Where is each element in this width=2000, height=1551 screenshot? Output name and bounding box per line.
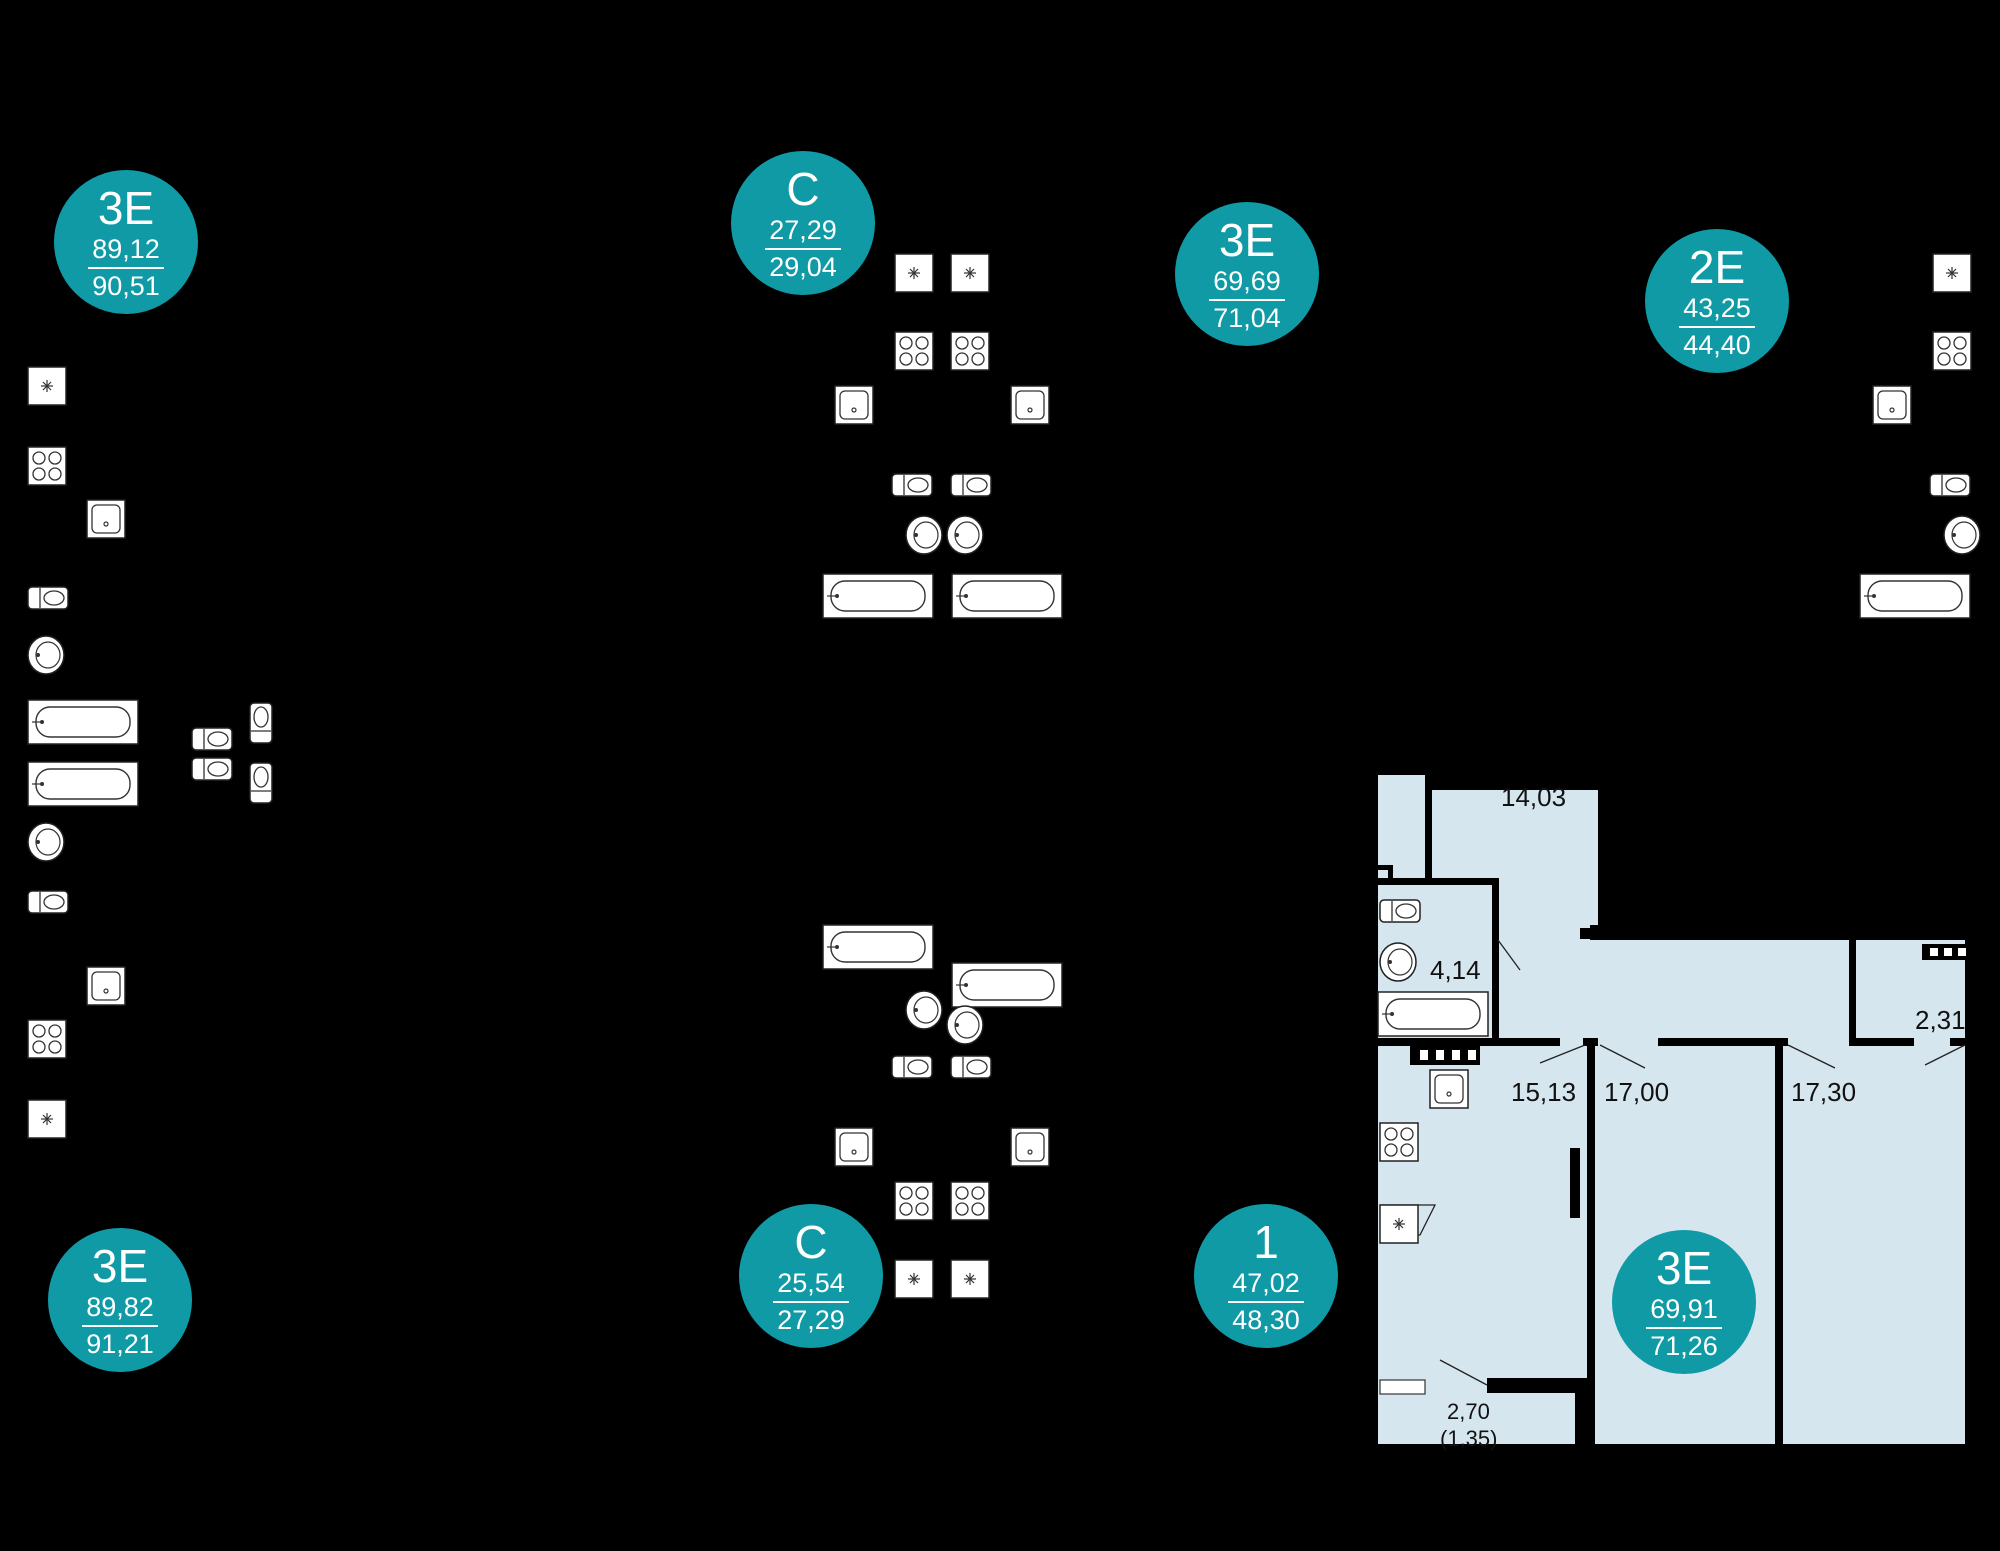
badge-area-total: 27,29 — [777, 1305, 845, 1335]
badge-divider — [1646, 1327, 1722, 1329]
room-area-label: 17,00 — [1604, 1077, 1670, 1107]
badge-area-total: 29,04 — [769, 252, 837, 282]
badge-type: 3E — [91, 1240, 149, 1292]
badge-area-total: 48,30 — [1232, 1305, 1300, 1335]
badge-divider — [1679, 326, 1755, 328]
badge-divider — [88, 267, 164, 269]
badge-divider — [1209, 299, 1285, 301]
badge-area-living: 69,91 — [1650, 1294, 1718, 1324]
apartment-badge[interactable]: 3E 69,69 71,04 — [1175, 202, 1319, 346]
badge-divider — [773, 1301, 849, 1303]
apartment-badge[interactable]: 3E 89,12 90,51 — [54, 170, 198, 314]
badge-divider — [1228, 1301, 1304, 1303]
badge-area-living: 27,29 — [769, 215, 837, 245]
fixtures-center-top — [822, 253, 1063, 619]
apartment-badge[interactable]: 1 47,02 48,30 — [1194, 1204, 1338, 1348]
room-area-label: 15,13 — [1511, 1077, 1577, 1107]
badge-area-total: 44,40 — [1683, 330, 1751, 360]
badge-area-living: 25,54 — [777, 1268, 845, 1298]
badge-type: 3E — [1655, 1242, 1713, 1294]
badge-area-living: 47,02 — [1232, 1268, 1300, 1298]
badge-divider — [765, 248, 841, 250]
apartment-badge[interactable]: С 25,54 27,29 — [739, 1204, 883, 1348]
apartment-badge[interactable]: 2E 43,25 44,40 — [1645, 229, 1789, 373]
badge-area-living: 43,25 — [1683, 293, 1751, 323]
badge-type: С — [794, 1216, 828, 1268]
apartment-badge[interactable]: 3E 89,82 91,21 — [48, 1228, 192, 1372]
badge-area-living: 89,12 — [92, 234, 160, 264]
badge-area-living: 89,82 — [86, 1292, 154, 1322]
room-area-label: 2,70 — [1447, 1399, 1490, 1424]
room-area-label: 14,03 — [1501, 782, 1567, 812]
apartment-badge[interactable]: С 27,29 29,04 — [731, 151, 875, 295]
badge-type: 2E — [1688, 241, 1746, 293]
badge-area-total: 71,04 — [1213, 303, 1281, 333]
badge-type: 3E — [1218, 214, 1276, 266]
badge-type: 3E — [97, 182, 155, 234]
apartment-floor — [1375, 775, 1972, 1448]
badge-area-living: 69,69 — [1213, 266, 1281, 296]
fixtures-right — [1859, 253, 1981, 619]
badge-area-total: 71,26 — [1650, 1331, 1718, 1361]
fixtures-left — [27, 366, 273, 1139]
badge-type: С — [786, 163, 820, 215]
room-area-label: 17,30 — [1791, 1077, 1857, 1107]
walls — [1372, 770, 1972, 1451]
badge-area-total: 90,51 — [92, 271, 160, 301]
room-area-label: 2,31 — [1915, 1005, 1966, 1035]
apartment-badge[interactable]: 3E 69,91 71,26 — [1612, 1230, 1756, 1374]
badge-type: 1 — [1253, 1216, 1279, 1268]
room-area-label-half: (1,35) — [1440, 1426, 1498, 1451]
badge-area-total: 91,21 — [86, 1329, 154, 1359]
room-area-label: 4,14 — [1430, 955, 1481, 985]
badge-divider — [82, 1325, 158, 1327]
vent-grilles — [1379, 944, 1972, 1395]
